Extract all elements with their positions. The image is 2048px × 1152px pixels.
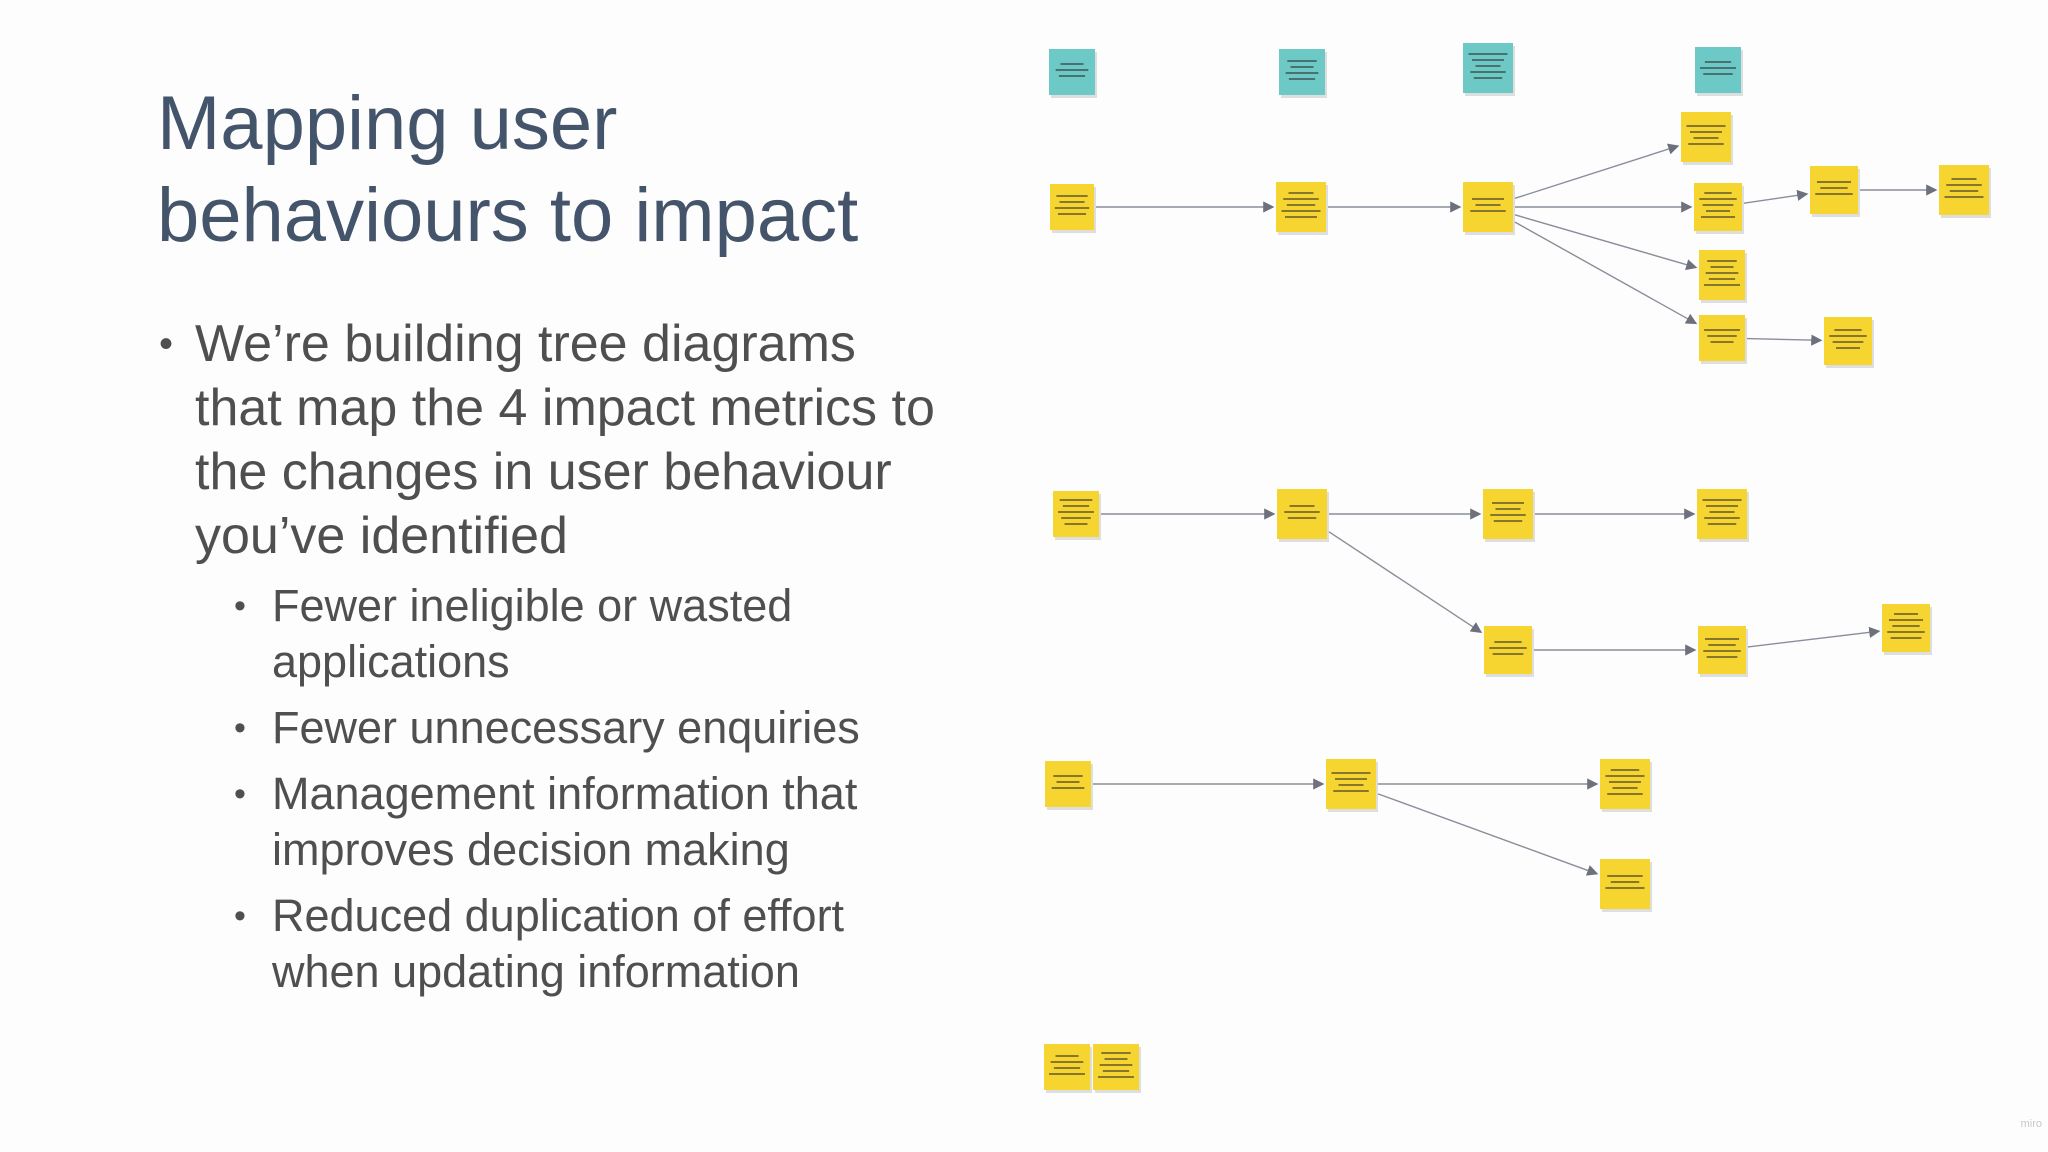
connector-layer (1093, 143, 1938, 876)
connector-arrow (1514, 143, 1680, 199)
sticky-note (1044, 1044, 1092, 1093)
sub-bullet-2: • Fewer unnecessary enquiries (234, 700, 957, 756)
connector-arrow (1514, 214, 1698, 271)
connector-arrow (1747, 626, 1881, 648)
sticky-note (1045, 761, 1093, 810)
sticky-note (1697, 489, 1749, 542)
sticky-note (1276, 182, 1328, 235)
bullet-dot-icon: • (234, 897, 246, 935)
bullet-dot-icon: • (159, 322, 174, 366)
sub-bullet-1: • Fewer ineligible or wasted application… (234, 578, 957, 690)
main-bullet: • We’re building tree diagrams that map … (157, 312, 957, 568)
slide-body: • We’re building tree diagrams that map … (157, 312, 957, 1010)
sticky-notes-layer (1044, 43, 1991, 1093)
bullet-dot-icon: • (234, 709, 246, 747)
sub-bullet-3: • Management information that improves d… (234, 766, 957, 878)
sticky-note (1824, 317, 1874, 368)
sticky-note (1810, 166, 1860, 217)
sticky-note (1600, 759, 1652, 812)
sticky-note (1277, 489, 1329, 542)
sticky-note (1050, 184, 1096, 233)
connector-arrow (1743, 189, 1809, 204)
sticky-note (1484, 626, 1534, 677)
sticky-note (1695, 47, 1743, 96)
sticky-note (1600, 859, 1652, 912)
sticky-note (1463, 43, 1515, 96)
slide-title: Mapping user behaviours to impact (157, 81, 859, 258)
bullet-dot-icon: • (234, 587, 246, 625)
bullet-dot-icon: • (234, 775, 246, 813)
sticky-note (1463, 182, 1515, 235)
miro-watermark: miro (2020, 1118, 2042, 1130)
sticky-note (1694, 183, 1744, 234)
sticky-note (1049, 49, 1097, 98)
sticky-note (1053, 491, 1101, 540)
connector-arrow (1328, 531, 1483, 633)
sub-bullet-text: Fewer ineligible or wasted applications (272, 580, 793, 687)
sub-bullet-text: Fewer unnecessary enquiries (272, 702, 860, 753)
connector-arrow (1514, 221, 1698, 325)
sub-bullet-text: Reduced duplication of effort when updat… (272, 890, 845, 997)
sticky-note (1681, 112, 1733, 165)
impact-metrics-list: • Fewer ineligible or wasted application… (234, 578, 957, 1000)
sticky-note (1483, 489, 1535, 542)
connector-arrow (1377, 793, 1599, 876)
sticky-note (1698, 626, 1748, 677)
sticky-note (1699, 315, 1747, 364)
connector-arrow (1746, 334, 1823, 346)
sub-bullet-text: Management information that improves dec… (272, 768, 858, 875)
sticky-note (1699, 250, 1747, 303)
sticky-note (1093, 1044, 1141, 1093)
sticky-note (1939, 165, 1991, 218)
sticky-note (1326, 759, 1378, 812)
sub-bullet-4: • Reduced duplication of effort when upd… (234, 888, 957, 1000)
sticky-note (1882, 604, 1932, 655)
sticky-note (1279, 49, 1327, 98)
main-bullet-text: We’re building tree diagrams that map th… (195, 315, 935, 565)
